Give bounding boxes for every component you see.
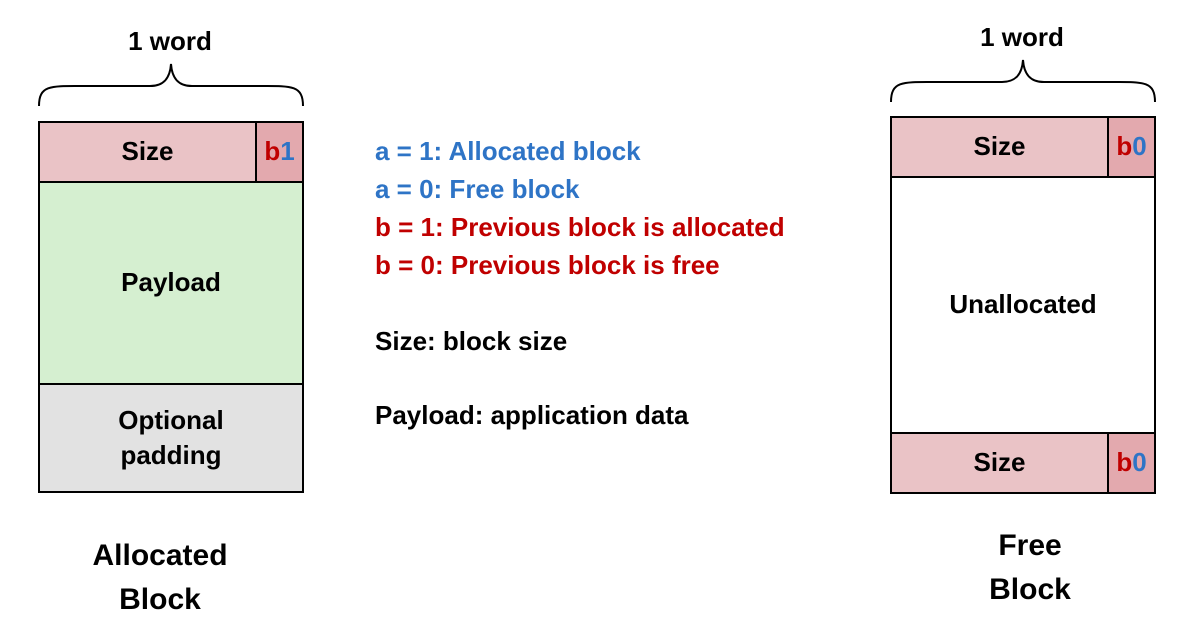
legend-a1: a = 1: Allocated block xyxy=(375,136,641,166)
padding-label-line2: padding xyxy=(120,440,222,470)
allocated-caption-line2: Block xyxy=(119,582,201,616)
allocated-word-brace xyxy=(38,63,304,107)
free-top-size-label: Size xyxy=(973,131,1026,162)
free-top-bit-a: 0 xyxy=(1132,131,1147,162)
allocated-size-label: Size xyxy=(121,136,174,167)
free-top-header-size: Size xyxy=(890,116,1109,178)
free-block-caption: Free Block xyxy=(900,524,1160,611)
legend-size: Size: block size xyxy=(375,326,568,356)
allocated-bit-a: 1 xyxy=(280,136,295,167)
free-bottom-size-label: Size xyxy=(973,447,1026,478)
allocated-word-label: 1 word xyxy=(128,26,212,56)
legend-b0: b = 0: Previous block is free xyxy=(375,250,720,280)
legend-b1: b = 1: Previous block is allocated xyxy=(375,212,785,242)
allocated-bit-b: b xyxy=(264,136,281,167)
free-word-brace xyxy=(890,59,1156,103)
allocated-padding: Optional padding xyxy=(38,383,304,493)
free-caption-line2: Block xyxy=(989,572,1071,606)
unallocated-label: Unallocated xyxy=(949,289,1097,320)
allocated-caption-line1: Allocated xyxy=(92,539,228,572)
payload-label: Payload xyxy=(121,267,221,298)
allocated-block-caption: Allocated Block xyxy=(30,534,290,621)
free-caption-line1: Free xyxy=(998,529,1062,562)
padding-label-line1: Optional xyxy=(118,404,224,435)
legend-a0: a = 0: Free block xyxy=(375,174,580,204)
free-bottom-bit-a: 0 xyxy=(1132,447,1147,478)
free-unallocated: Unallocated xyxy=(890,176,1156,434)
allocated-payload: Payload xyxy=(38,181,304,385)
allocated-header-size: Size xyxy=(38,121,257,183)
free-bottom-bit-b: b xyxy=(1116,447,1133,478)
free-bottom-footer-size: Size xyxy=(890,432,1109,494)
free-top-bit-b: b xyxy=(1116,131,1133,162)
legend-payload: Payload: application data xyxy=(375,400,689,430)
free-word-label: 1 word xyxy=(980,22,1064,52)
